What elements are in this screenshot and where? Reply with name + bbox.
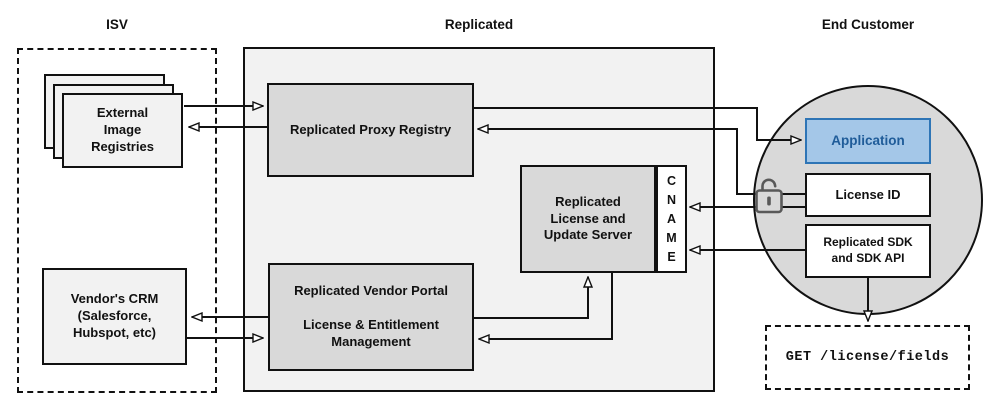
replicated-proxy-registry: Replicated Proxy Registry — [267, 83, 474, 177]
isv-boundary — [17, 48, 217, 393]
edge-server-to-portal — [479, 273, 613, 339]
license-update-server-label: Replicated License and Update Server — [543, 193, 633, 243]
replicated-sdk-label: Replicated SDK and SDK API — [823, 235, 913, 265]
get-license-fields: GET /license/fields — [765, 325, 970, 390]
replicated-sdk: Replicated SDK and SDK API — [805, 224, 931, 278]
section-title-isv: ISV — [106, 17, 128, 32]
unlocked-padlock-icon — [755, 178, 783, 214]
cname: C N A M E — [656, 165, 687, 273]
license-id: License ID — [805, 173, 931, 217]
edge-portal-to-server — [474, 277, 588, 319]
section-title-end-customer: End Customer — [821, 17, 915, 32]
vendor-portal-label: Replicated Vendor Portal License & Entit… — [294, 283, 448, 349]
vendor-crm: Vendor's CRM (Salesforce, Hubspot, etc) — [42, 268, 187, 365]
license-id-label: License ID — [835, 186, 901, 202]
application-label: Application — [831, 133, 905, 149]
cname-label: C N A M E — [666, 173, 677, 264]
license-update-server: Replicated License and Update Server — [520, 165, 656, 273]
vendor-portal: Replicated Vendor Portal License & Entit… — [268, 263, 474, 371]
application: Application — [805, 118, 931, 164]
external-image-registries: External Image Registries — [62, 93, 183, 168]
get-license-fields-label: GET /license/fields — [785, 349, 950, 365]
external-image-registries-label: External Image Registries — [91, 105, 154, 154]
section-title-replicated: Replicated — [444, 17, 514, 32]
edge-proxy-to-application — [474, 107, 801, 140]
vendor-crm-label: Vendor's CRM (Salesforce, Hubspot, etc) — [70, 291, 159, 340]
replicated-proxy-registry-label: Replicated Proxy Registry — [289, 121, 452, 137]
